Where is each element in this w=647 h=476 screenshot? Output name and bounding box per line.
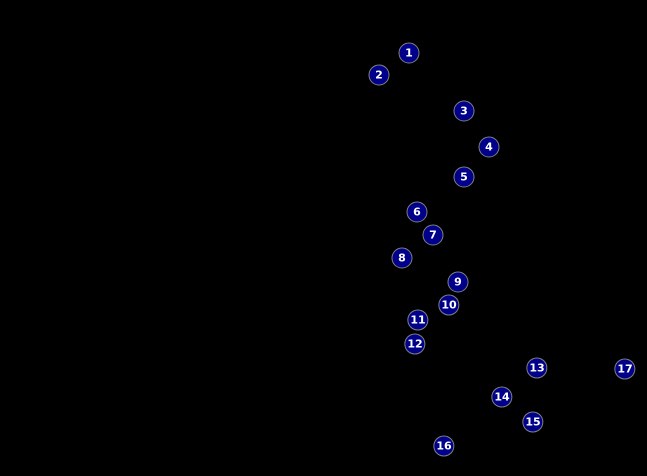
numbered-marker-14[interactable]: 14	[491, 386, 513, 408]
numbered-marker-16[interactable]: 16	[433, 435, 455, 457]
numbered-marker-12[interactable]: 12	[404, 333, 426, 355]
numbered-marker-3[interactable]: 3	[453, 100, 475, 122]
numbered-marker-5[interactable]: 5	[453, 166, 475, 188]
numbered-marker-15[interactable]: 15	[522, 411, 544, 433]
numbered-marker-10[interactable]: 10	[438, 294, 460, 316]
numbered-marker-6[interactable]: 6	[406, 201, 428, 223]
numbered-marker-9[interactable]: 9	[447, 271, 469, 293]
numbered-marker-7[interactable]: 7	[422, 224, 444, 246]
numbered-marker-11[interactable]: 11	[407, 309, 429, 331]
numbered-marker-8[interactable]: 8	[391, 247, 413, 269]
numbered-marker-17[interactable]: 17	[614, 358, 636, 380]
numbered-marker-2[interactable]: 2	[368, 64, 390, 86]
numbered-marker-1[interactable]: 1	[398, 42, 420, 64]
numbered-marker-13[interactable]: 13	[526, 357, 548, 379]
numbered-marker-4[interactable]: 4	[478, 136, 500, 158]
